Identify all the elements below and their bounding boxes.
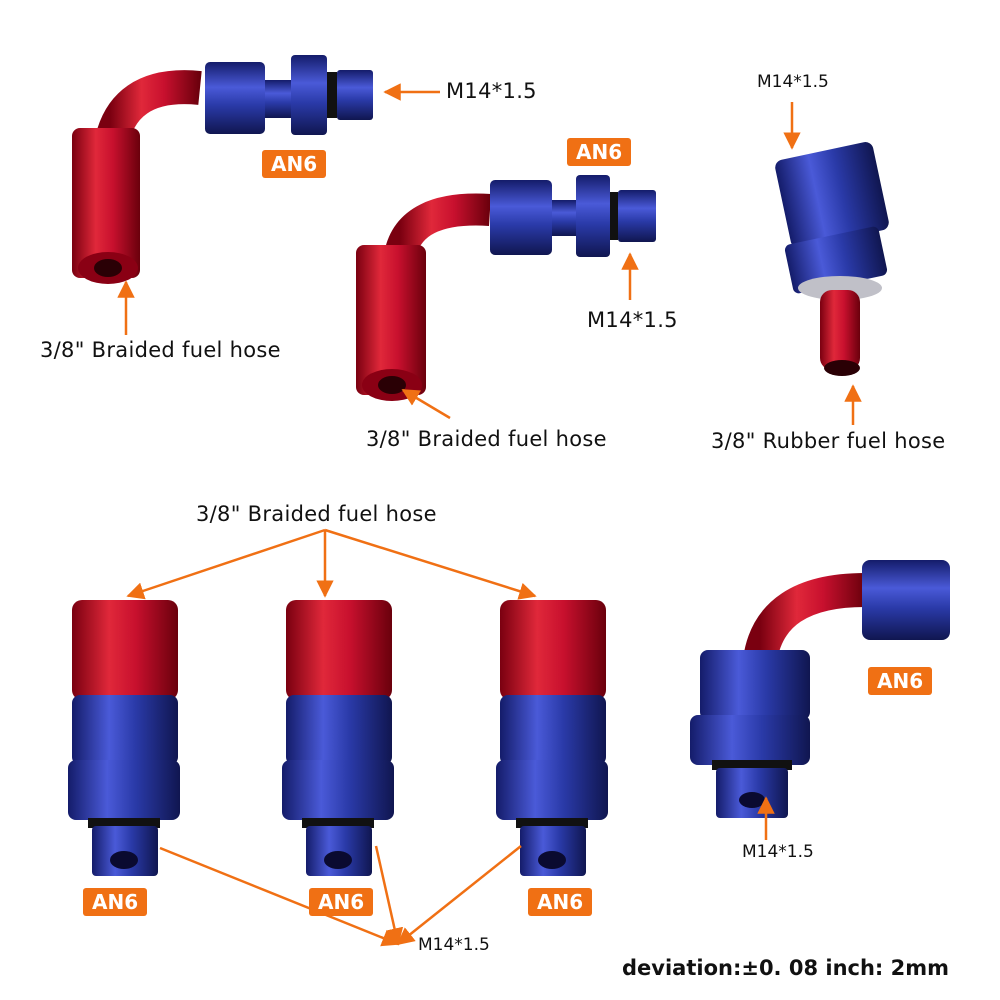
straight-fitting-1 [68,600,180,876]
elbow-fitting-3 [690,560,950,818]
hose-label-2: 3/8" Braided fuel hose [366,427,607,451]
thread-label-5: M14*1.5 [742,842,814,862]
an6-badge-5: AN6 [528,888,593,916]
deviation-note: deviation:±0. 08 inch: 2mm [622,956,950,980]
thread-label-1: M14*1.5 [446,79,537,103]
an6-badge-4: AN6 [309,888,374,916]
thread-label-3: M14*1.5 [757,72,829,92]
straight-fitting-2 [282,600,394,876]
thread-label-4: M14*1.5 [418,935,490,955]
hose-label-4: 3/8" Braided fuel hose [196,502,437,526]
an6-badge-6: AN6 [868,667,933,695]
an6-badge-2: AN6 [567,138,632,166]
thread-label-2: M14*1.5 [587,308,678,332]
hose-label-3: 3/8" Rubber fuel hose [711,429,946,453]
straight-fitting-3 [496,600,608,876]
barb-fitting [775,142,889,376]
hose-label-1: 3/8" Braided fuel hose [40,338,281,362]
an6-badge-1: AN6 [262,150,327,178]
callout-arrows [117,83,862,947]
an6-badge-3: AN6 [83,888,148,916]
elbow-fitting-1 [72,55,373,284]
elbow-fitting-2 [356,175,656,401]
